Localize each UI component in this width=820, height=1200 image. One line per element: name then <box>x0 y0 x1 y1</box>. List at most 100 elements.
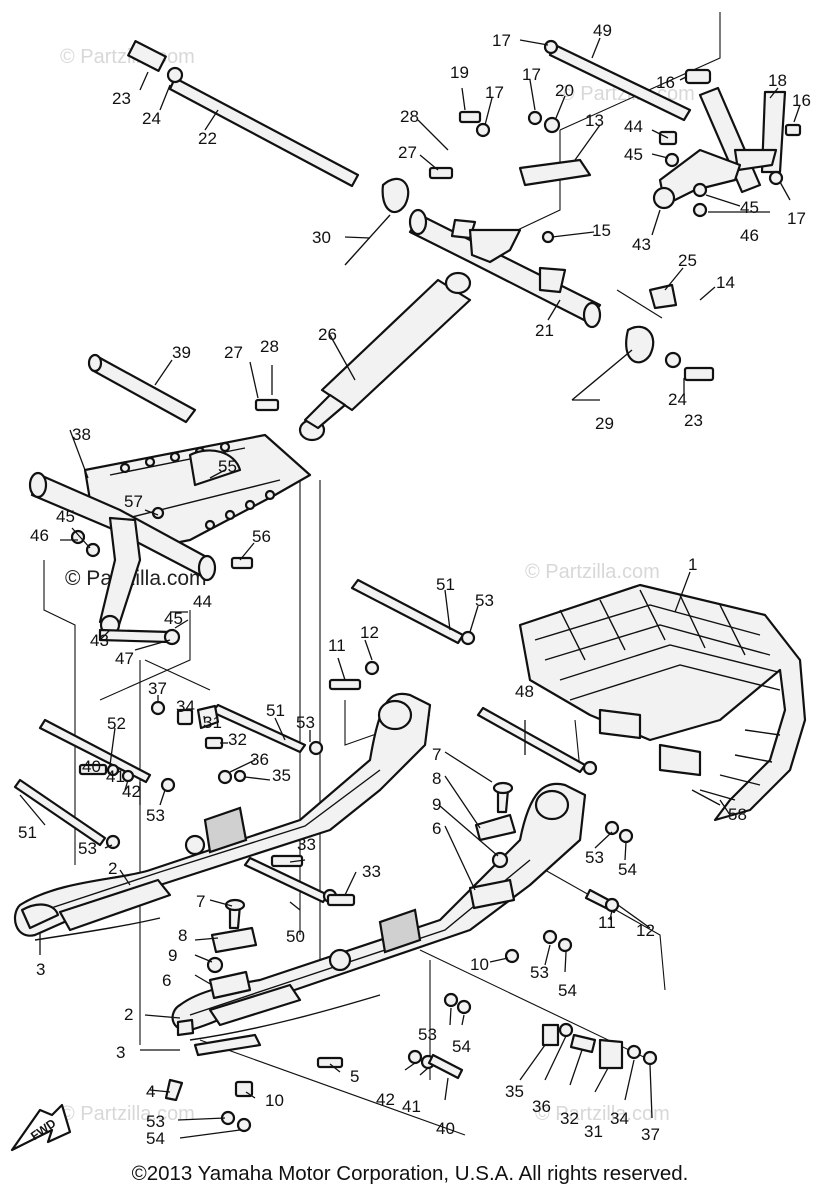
callout-40: 40 <box>82 757 101 776</box>
callout-6: 6 <box>432 819 441 838</box>
callout-33: 33 <box>362 862 381 881</box>
watermark: © Partzilla.com <box>525 561 660 583</box>
callout-54: 54 <box>618 860 637 879</box>
callout-51: 51 <box>18 823 37 842</box>
callout-43: 43 <box>632 235 651 254</box>
callout-51: 51 <box>436 575 455 594</box>
callout-53: 53 <box>530 963 549 982</box>
callout-12: 12 <box>360 623 379 642</box>
callout-27: 27 <box>224 343 243 362</box>
callout-56: 56 <box>252 527 271 546</box>
callout-21: 21 <box>535 321 554 340</box>
callout-9: 9 <box>432 795 441 814</box>
callout-41: 41 <box>402 1097 421 1116</box>
callout-8: 8 <box>432 769 441 788</box>
callout-53: 53 <box>418 1025 437 1044</box>
callout-52: 52 <box>107 714 126 733</box>
callout-3: 3 <box>116 1043 125 1062</box>
callout-37: 37 <box>148 679 167 698</box>
callout-6: 6 <box>162 971 171 990</box>
callout-20: 20 <box>555 81 574 100</box>
callout-54: 54 <box>558 981 577 1000</box>
callout-23: 23 <box>684 411 703 430</box>
callout-5: 5 <box>350 1067 359 1086</box>
callout-3: 3 <box>36 960 45 979</box>
watermark: © Partzilla.com <box>535 1103 670 1125</box>
watermark-layer: © Partzilla.com © Partzilla.com © Partzi… <box>60 46 695 1125</box>
callout-54: 54 <box>452 1037 471 1056</box>
callout-50: 50 <box>286 927 305 946</box>
callout-48: 48 <box>515 682 534 701</box>
callout-32: 32 <box>560 1109 579 1128</box>
callout-13: 13 <box>585 111 604 130</box>
callout-42: 42 <box>376 1090 395 1109</box>
callout-labels: 17 49 23 24 22 19 17 17 20 16 18 16 28 1… <box>18 21 811 1148</box>
callout-4: 4 <box>146 1082 155 1101</box>
callout-53: 53 <box>78 839 97 858</box>
slide-rail-upper <box>13 692 432 941</box>
slide-rail-lower <box>171 782 587 1057</box>
callout-22: 22 <box>198 129 217 148</box>
callout-41: 41 <box>106 767 125 786</box>
callout-43: 43 <box>90 631 109 650</box>
callout-46: 46 <box>740 226 759 245</box>
callout-15: 15 <box>592 221 611 240</box>
watermark: © Partzilla.com <box>60 46 195 68</box>
callout-30: 30 <box>312 228 331 247</box>
callout-54: 54 <box>146 1129 165 1148</box>
callout-12: 12 <box>636 921 655 940</box>
callout-57: 57 <box>124 492 143 511</box>
callout-37: 37 <box>641 1125 660 1144</box>
callout-53: 53 <box>475 591 494 610</box>
callout-36: 36 <box>250 750 269 769</box>
callout-35: 35 <box>272 766 291 785</box>
callout-1: 1 <box>688 555 697 574</box>
callout-55: 55 <box>218 457 237 476</box>
callout-28: 28 <box>400 107 419 126</box>
callout-10: 10 <box>265 1091 284 1110</box>
callout-2: 2 <box>108 859 117 878</box>
callout-17: 17 <box>787 209 806 228</box>
callout-47: 47 <box>115 649 134 668</box>
callout-45: 45 <box>56 507 75 526</box>
callout-53: 53 <box>146 806 165 825</box>
callout-53: 53 <box>296 713 315 732</box>
callout-35: 35 <box>505 1082 524 1101</box>
forward-direction-badge: FWD <box>10 1103 72 1152</box>
drive-track <box>518 583 807 822</box>
leader-lines <box>19 37 801 1139</box>
callout-33: 33 <box>297 835 316 854</box>
callout-40: 40 <box>436 1119 455 1138</box>
callout-7: 7 <box>196 892 205 911</box>
callout-8: 8 <box>178 926 187 945</box>
callout-44: 44 <box>193 592 212 611</box>
callout-10: 10 <box>470 955 489 974</box>
callout-17: 17 <box>492 31 511 50</box>
callout-46: 46 <box>30 526 49 545</box>
callout-32: 32 <box>228 730 247 749</box>
callout-27: 27 <box>398 143 417 162</box>
callout-14: 14 <box>716 273 735 292</box>
callout-11: 11 <box>598 913 616 932</box>
watermark: © Partzilla.com <box>65 567 207 590</box>
front-arm-assembly <box>127 39 802 401</box>
callout-49: 49 <box>593 21 612 40</box>
callout-9: 9 <box>168 946 177 965</box>
callout-34: 34 <box>176 697 195 716</box>
cross-shafts <box>13 578 598 907</box>
callout-25: 25 <box>678 251 697 270</box>
callout-36: 36 <box>532 1097 551 1116</box>
callout-24: 24 <box>142 109 161 128</box>
callout-29: 29 <box>595 414 614 433</box>
callout-28: 28 <box>260 337 279 356</box>
callout-26: 26 <box>318 325 337 344</box>
callout-53: 53 <box>146 1112 165 1131</box>
callout-11: 11 <box>328 636 346 655</box>
callout-53: 53 <box>585 848 604 867</box>
callout-17: 17 <box>485 83 504 102</box>
callout-16: 16 <box>656 73 675 92</box>
callout-34: 34 <box>610 1109 629 1128</box>
callout-7: 7 <box>432 745 441 764</box>
callout-45: 45 <box>740 198 759 217</box>
